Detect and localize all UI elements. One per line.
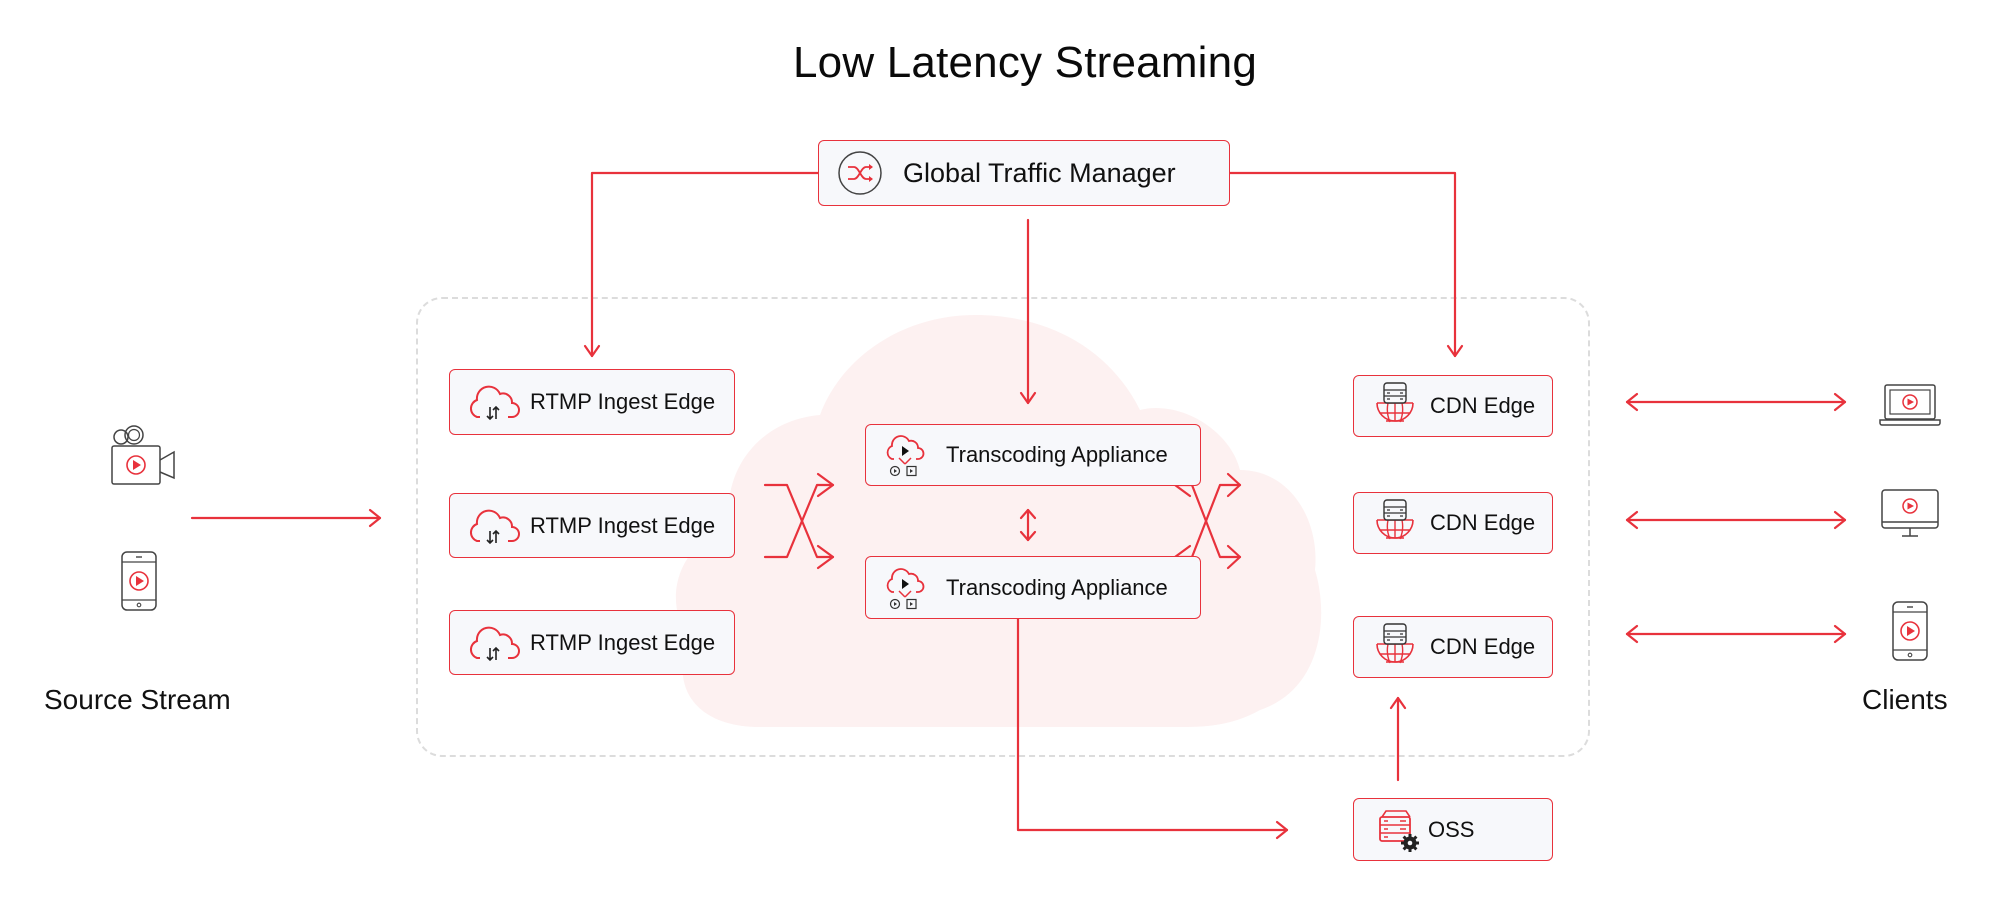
node-label: CDN Edge (1430, 510, 1536, 535)
node-label: RTMP Ingest Edge (530, 389, 716, 414)
connector-cdn-client-1 (1625, 392, 1847, 412)
node-rtmp-ingest-edge[interactable]: RTMP Ingest Edge (449, 369, 735, 435)
connector-gtm-rtmp (590, 171, 820, 358)
cloud-background-shape (675, 315, 1322, 727)
arrowhead-transcoding-oss (1275, 820, 1289, 840)
diagram-title: Low Latency Streaming (792, 38, 1257, 87)
node-cdn-edge[interactable]: CDN Edge (1353, 375, 1553, 437)
arrowhead-source-rtmp (368, 508, 382, 528)
node-label: Transcoding Appliance (946, 574, 1168, 600)
cloud-upload-download-icon (466, 379, 522, 425)
node-cdn-edge[interactable]: CDN Edge (1353, 492, 1553, 554)
cross-connector-right (1173, 472, 1242, 570)
connector-gtm-cdn (1228, 171, 1457, 358)
node-cdn-edge[interactable]: CDN Edge (1353, 616, 1553, 678)
cloud-play-icon (884, 431, 928, 479)
node-transcoding-appliance[interactable]: Transcoding Appliance (865, 424, 1201, 486)
server-globe-icon (1374, 622, 1416, 672)
connector-cdn-client-2 (1625, 510, 1847, 530)
node-label: CDN Edge (1430, 393, 1536, 418)
cloud-upload-download-icon (466, 503, 522, 549)
node-label: RTMP Ingest Edge (530, 512, 716, 538)
region-container (416, 297, 1590, 757)
node-label: OSS (1428, 816, 1475, 842)
source-stream-label: Source Stream (44, 684, 231, 715)
smartphone-icon (1891, 600, 1929, 666)
video-camera-icon (108, 424, 178, 490)
shuffle-icon (837, 150, 883, 196)
node-label: Transcoding Appliance (946, 442, 1168, 467)
monitor-icon (1879, 488, 1941, 546)
node-rtmp-ingest-edge[interactable]: RTMP Ingest Edge (449, 493, 735, 558)
connector-transcoding-oss (1016, 617, 1289, 832)
arrowhead-gtm-rtmp (583, 344, 601, 358)
smartphone-icon (120, 550, 158, 616)
node-label: Global Traffic Manager (903, 157, 1176, 188)
node-transcoding-appliance[interactable]: Transcoding Appliance (865, 556, 1201, 619)
node-rtmp-ingest-edge[interactable]: RTMP Ingest Edge (449, 610, 735, 675)
bidirectional-transcoding (1019, 508, 1037, 542)
clients-label: Clients (1862, 684, 1948, 715)
arrowhead-gtm-transcoding (1019, 391, 1037, 405)
node-oss[interactable]: OSS (1353, 798, 1553, 861)
server-globe-icon (1374, 381, 1416, 431)
cross-connector-left (763, 472, 835, 570)
arrowhead-oss-cdn (1389, 696, 1407, 710)
node-label: RTMP Ingest Edge (530, 629, 716, 655)
cloud-play-icon (884, 564, 928, 612)
server-globe-icon (1374, 498, 1416, 548)
arrowhead-gtm-cdn (1446, 344, 1464, 358)
laptop-icon (1879, 383, 1941, 431)
cloud-upload-download-icon (466, 620, 522, 666)
node-label: CDN Edge (1430, 634, 1536, 659)
connector-cdn-client-3 (1625, 624, 1847, 644)
server-gear-icon (1376, 807, 1422, 853)
node-global-traffic-manager[interactable]: Global Traffic Manager (818, 140, 1230, 206)
